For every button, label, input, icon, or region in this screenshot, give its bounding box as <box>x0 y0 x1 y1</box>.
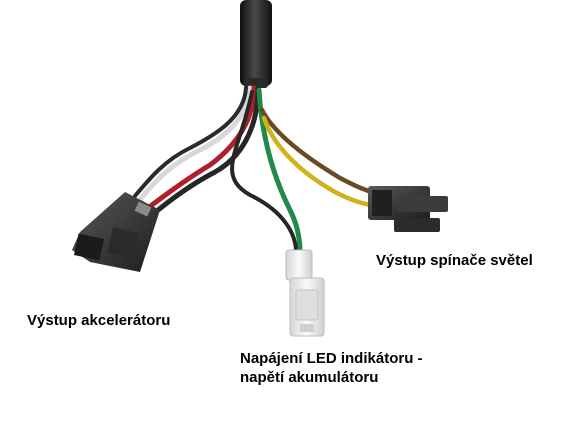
cable-sheath <box>240 0 272 88</box>
led-power-caption: Napájení LED indikátoru - napětí akumulá… <box>240 349 423 387</box>
throttle-output-caption: Výstup akcelerátoru <box>27 312 171 329</box>
led-power-caption-line-2: napětí akumulátoru <box>240 369 379 386</box>
led-wires <box>230 87 303 255</box>
throttle-wires <box>133 85 261 218</box>
led-power-caption-line-1: Napájení LED indikátoru - <box>240 350 423 367</box>
light-switch-connector <box>368 186 448 232</box>
led-power-connector <box>285 249 325 337</box>
light-switch-output-caption: Výstup spínače světel <box>376 252 533 269</box>
light-wires <box>259 107 375 208</box>
throttle-connector <box>72 192 160 272</box>
